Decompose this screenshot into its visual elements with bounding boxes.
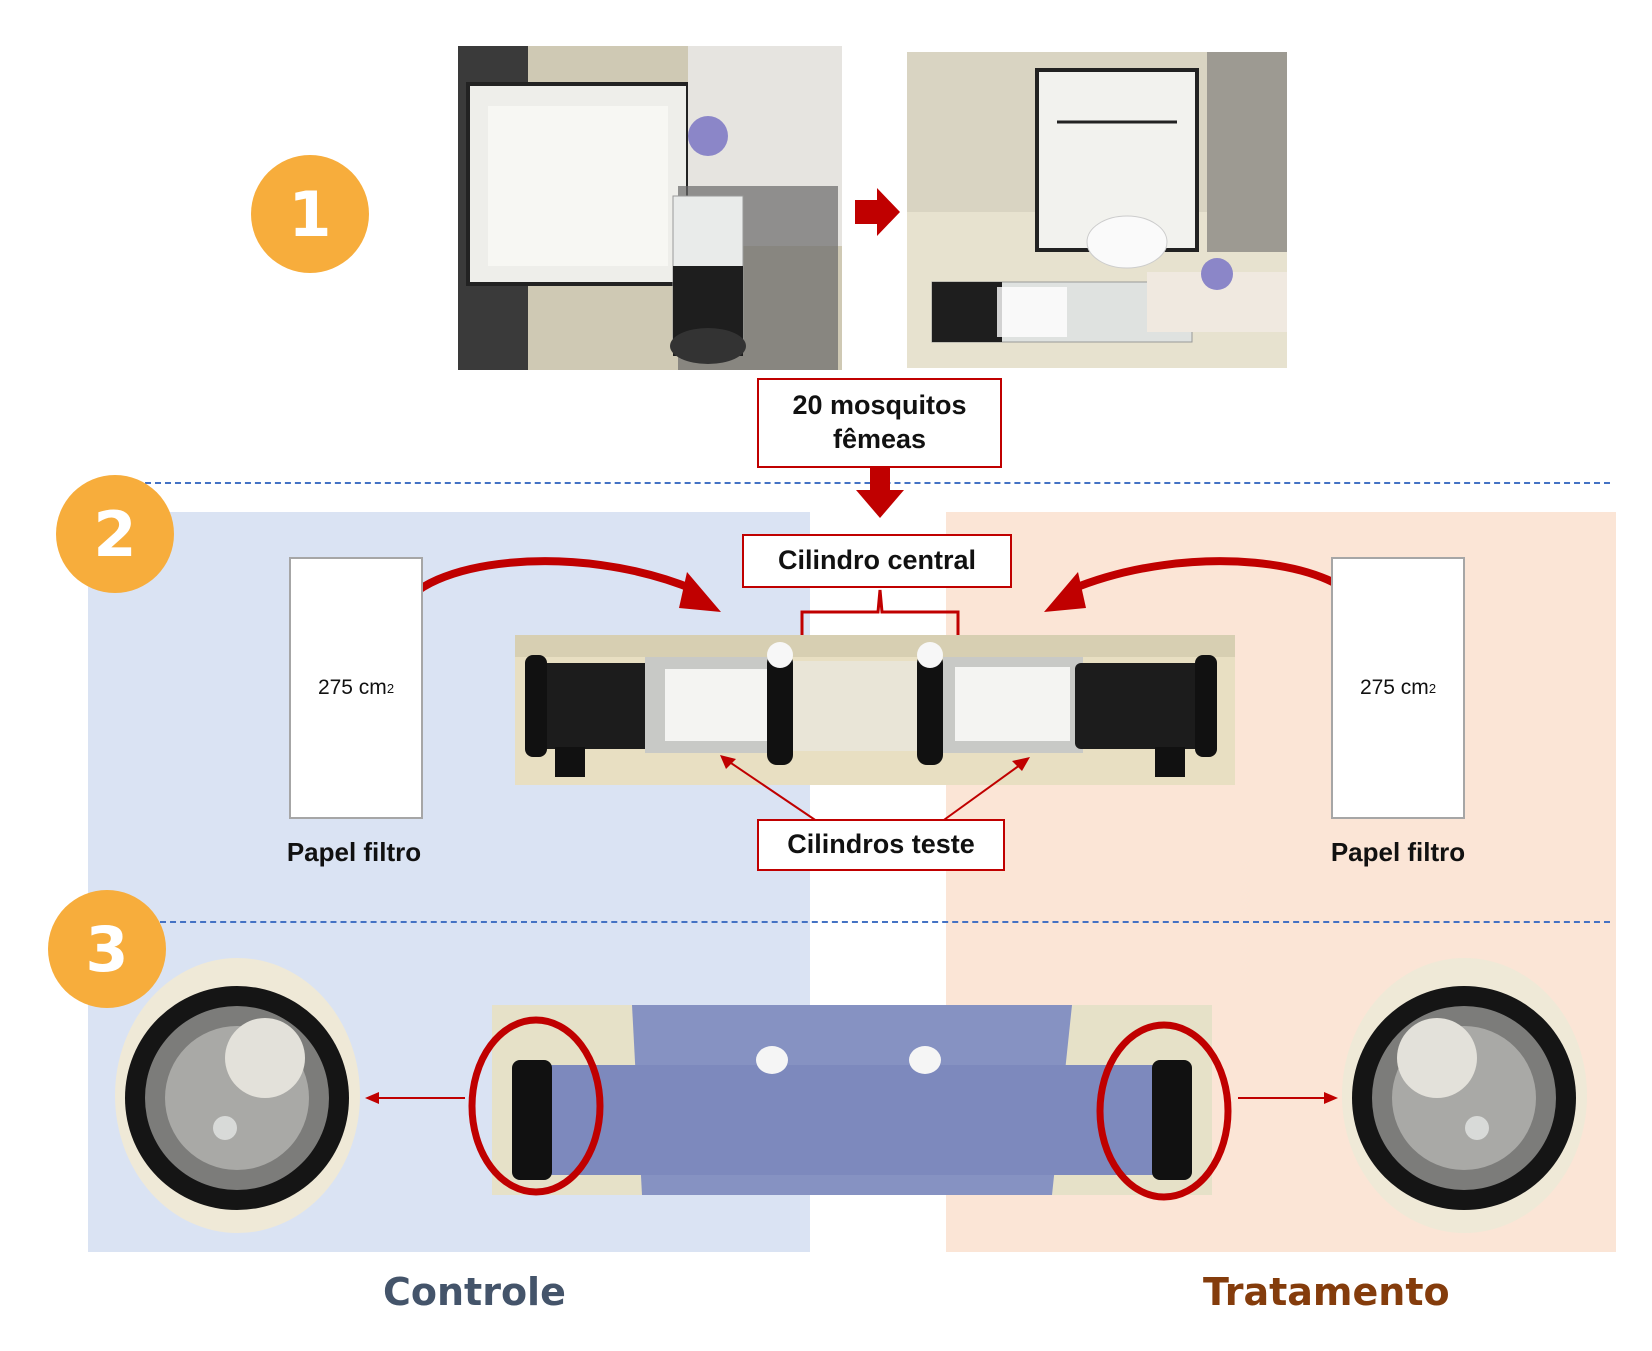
photo-endcap-treatment bbox=[1342, 958, 1587, 1233]
control-title: Controle bbox=[383, 1270, 566, 1314]
photo-cylinder-assembly bbox=[515, 635, 1235, 785]
cage-illustration-2 bbox=[907, 52, 1287, 368]
test-cylinders-label: Cilindros teste bbox=[757, 819, 1005, 871]
arrow-right-icon bbox=[855, 188, 900, 236]
highlight-circle-right bbox=[1096, 1021, 1232, 1201]
filter-caption-right: Papel filtro bbox=[1330, 837, 1466, 867]
central-cylinder-label: Cilindro central bbox=[742, 534, 1012, 588]
covered-cylinder-illustration bbox=[492, 1005, 1212, 1195]
endcap-illustration-left bbox=[115, 958, 360, 1233]
photo-endcap-control bbox=[115, 958, 360, 1233]
photo-cage-vertical bbox=[458, 46, 842, 370]
curved-arrow-right bbox=[1044, 557, 1369, 614]
photo-cage-horizontal bbox=[907, 52, 1287, 368]
curved-arrow-left bbox=[396, 557, 721, 614]
arrow-down-icon bbox=[856, 468, 904, 518]
step-badge-1: 1 bbox=[251, 155, 369, 273]
treatment-title: Tratamento bbox=[1203, 1270, 1450, 1314]
arrow-to-treatment-endcap bbox=[1238, 1092, 1338, 1104]
endcap-illustration-right bbox=[1342, 958, 1587, 1233]
arrow-to-control-endcap bbox=[365, 1092, 465, 1104]
filter-caption-left: Papel filtro bbox=[286, 837, 422, 867]
mosquito-count-label: 20 mosquitos fêmeas bbox=[757, 378, 1002, 468]
divider-2 bbox=[160, 921, 1610, 923]
highlight-circle-left bbox=[468, 1016, 604, 1196]
cylinder-illustration bbox=[515, 635, 1235, 785]
step-badge-2: 2 bbox=[56, 475, 174, 593]
cage-illustration bbox=[458, 46, 842, 370]
photo-covered-cylinder bbox=[492, 1005, 1212, 1195]
central-bracket bbox=[800, 589, 960, 636]
